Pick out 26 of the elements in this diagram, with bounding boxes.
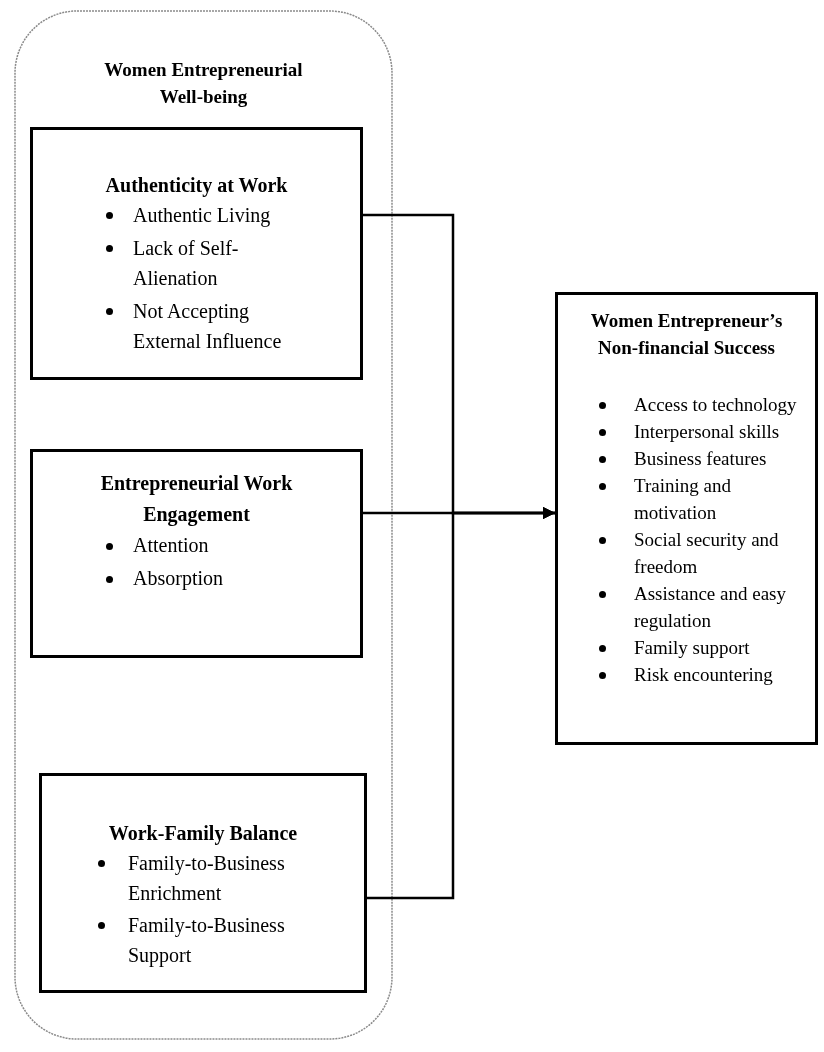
factor-box: [555, 292, 818, 745]
list-item: Access to technology: [634, 393, 798, 417]
box-heading: Entrepreneurial Work Engagement: [99, 471, 294, 528]
group-outline: [14, 10, 393, 1040]
list-item: Family support: [634, 636, 751, 660]
box-heading: Authenticity at Work: [104, 173, 289, 199]
factor-box: [39, 773, 367, 993]
factor-box: [30, 449, 363, 658]
list-item: Social security and freedom: [634, 528, 780, 579]
connector-arrow: [367, 506, 555, 900]
list-item: Family-to-Business Support: [128, 913, 286, 969]
list-item: Lack of Self-Alienation: [133, 236, 240, 291]
list-item: Attention: [133, 533, 210, 558]
list-item: Authentic Living: [133, 203, 272, 229]
box-heading: Women Entrepreneurial Well-being: [103, 58, 304, 109]
box-heading: Work-Family Balance: [107, 821, 299, 847]
list-item: Business features: [634, 447, 768, 471]
list-item: Assistance and easy regulation: [634, 582, 787, 633]
list-item: Not Accepting External Influence: [133, 299, 283, 354]
list-item: Family-to-Business Enrichment: [128, 851, 286, 906]
list-item: Interpersonal skills: [634, 420, 781, 444]
list-item: Absorption: [133, 566, 224, 592]
box-heading: Women Entrepreneur’s Non-financial Success: [589, 309, 784, 360]
list-item: Training and motivation: [634, 474, 732, 525]
list-item: Risk encountering: [634, 663, 774, 687]
factor-box: [30, 127, 363, 380]
